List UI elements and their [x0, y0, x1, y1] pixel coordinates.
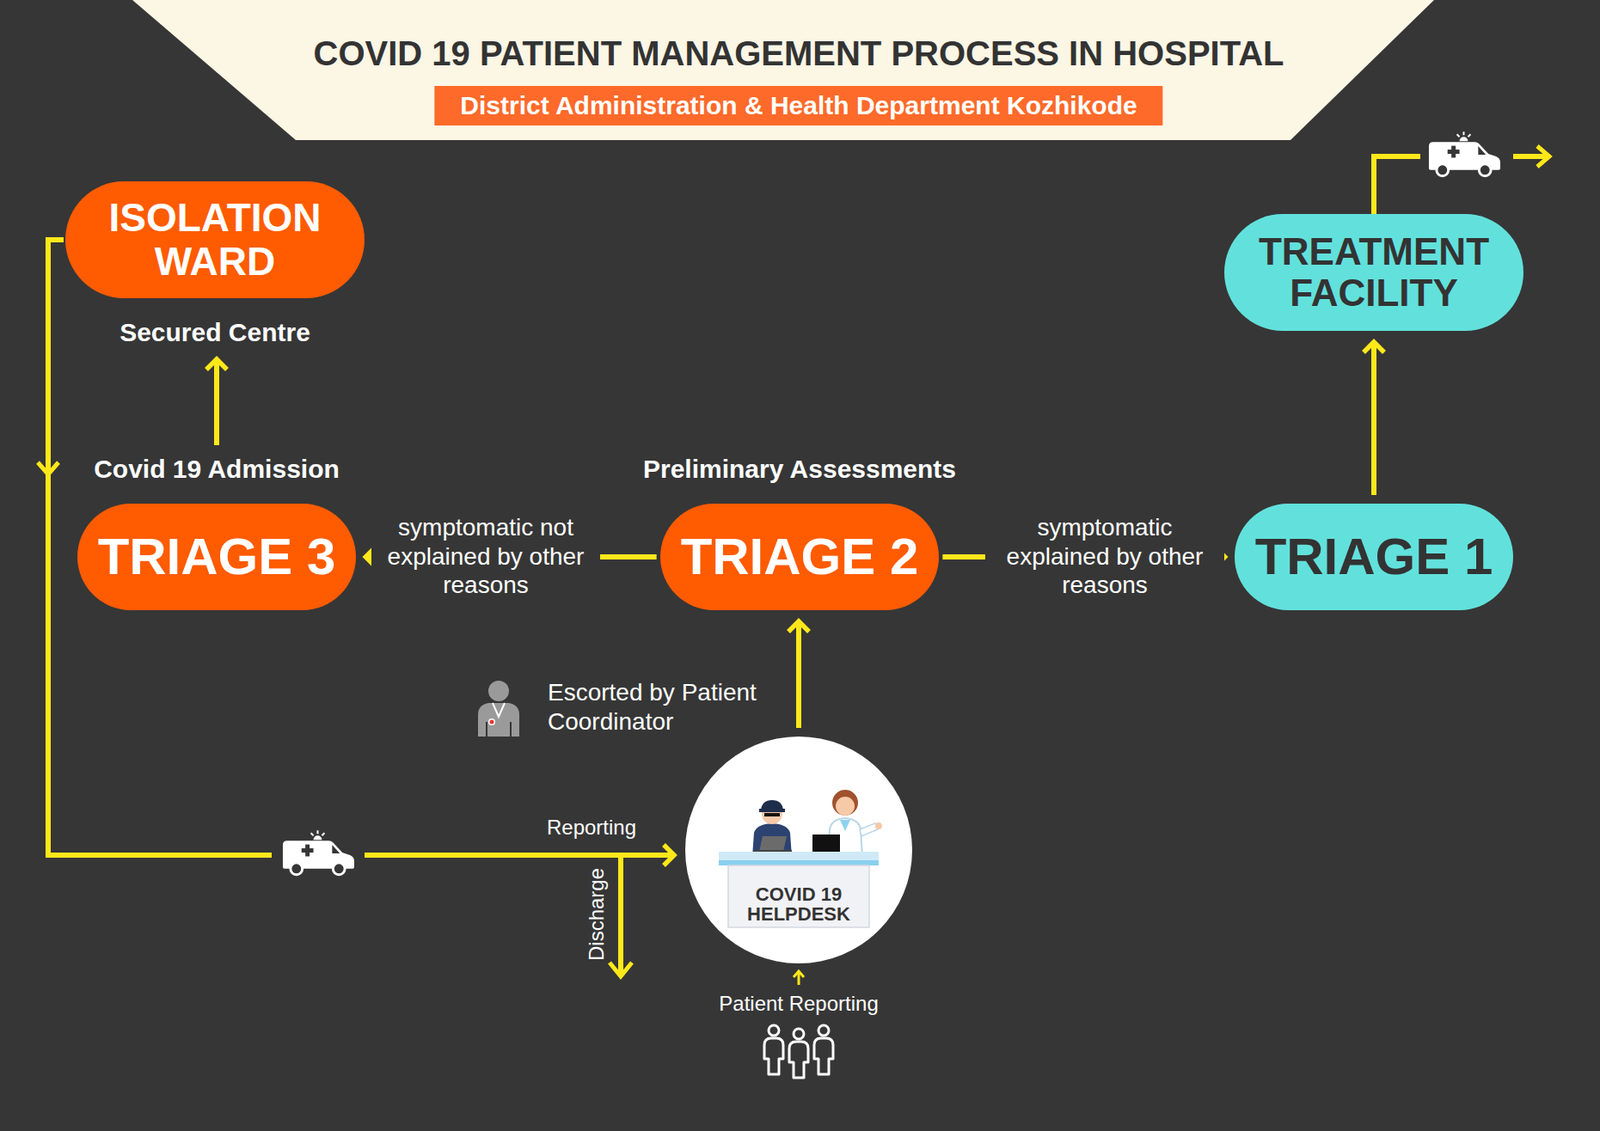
pill-shape: ISOLATION WARD: [65, 181, 365, 299]
discharge-arrowhead: [609, 962, 632, 977]
helpdesk-illustration: [835, 796, 855, 816]
triage-box: Covid 19 AdmissionTRIAGE 3: [77, 453, 357, 611]
people-icon: [789, 1042, 809, 1079]
treatment-facility: TREATMENT FACILITY: [1224, 214, 1524, 332]
coordinator-icon: [478, 680, 520, 737]
transfer-line: [1373, 156, 1421, 215]
node-title: ISOLATION WARD: [85, 196, 344, 283]
triage-box: TRIAGE 1: [1234, 503, 1515, 611]
reporting-arrowhead: [793, 971, 804, 978]
diagram-title: COVID 19 PATIENT MANAGEMENT PROCESS IN H…: [313, 34, 1285, 73]
discharge-line: [618, 855, 624, 975]
transfer-arrow: [1513, 153, 1548, 160]
flow-arrow: [48, 239, 674, 856]
node-heading: Secured Centre: [119, 317, 311, 349]
helpdesk-illustration: [718, 860, 879, 866]
label-holder: District Administration & Health Departm…: [434, 85, 1163, 126]
helpdesk-illustration: [832, 790, 859, 816]
flow-arrow: [1371, 343, 1377, 496]
helpdesk-illustration: [812, 834, 840, 853]
pill-shape: TRIAGE 1: [1234, 503, 1515, 611]
helpdesk-circle: COVID 19 HELPDESK: [685, 736, 913, 964]
helpdesk-illustration: [764, 813, 780, 817]
edge-label-holder: Escorted by Patient Coordinator: [540, 676, 780, 738]
helpdesk-illustration: [859, 823, 878, 837]
helpdesk-illustration: [718, 852, 879, 861]
people-icon: [764, 1038, 784, 1075]
title-holder: COVID 19 PATIENT MANAGEMENT PROCESS IN H…: [313, 34, 1285, 73]
reporting-label: Patient Reporting: [718, 992, 878, 1018]
flow-arrow: [214, 360, 220, 446]
node-heading: Preliminary Assessments: [643, 453, 957, 485]
subtitle-band: District Administration & Health Departm…: [434, 85, 1163, 126]
discharge-label: Discharge: [584, 868, 610, 962]
flow-chevron: [37, 462, 59, 475]
helpdesk-illustration: [759, 836, 787, 853]
helpdesk-illustration: [728, 865, 870, 928]
label-holder: Discharge: [584, 868, 610, 962]
helpdesk-label: COVID 19 HELPDESK: [738, 884, 859, 925]
edge-label: Escorted by Patient Coordinator: [540, 676, 780, 738]
coordinator-icon: [478, 703, 520, 737]
people-icon: [764, 1025, 834, 1079]
node-title: TRIAGE 2: [680, 528, 920, 586]
people-icon: [814, 1038, 834, 1075]
pill-shape: TREATMENT FACILITY: [1224, 214, 1524, 332]
helpdesk-illustration: [839, 820, 851, 832]
edge-label: Reporting: [539, 814, 644, 843]
node-title: TRIAGE 1: [1255, 528, 1494, 586]
people-icon: [793, 1029, 804, 1040]
helpdesk-illustration: [685, 736, 913, 964]
title-banner: [132, 0, 1435, 141]
helpdesk-illustration: [875, 822, 883, 830]
isolation-ward: ISOLATION WARD Secured Centre: [65, 181, 365, 349]
coordinator-icon: [488, 680, 509, 702]
edge-label: symptomatic explained by other reasons: [985, 511, 1225, 602]
coordinator-icon: [492, 703, 505, 718]
coordinator-icon: [490, 720, 495, 725]
pill-shape: TRIAGE 2: [660, 503, 940, 611]
edge-label-holder: Reporting: [539, 814, 644, 843]
label-holder: Patient Reporting: [718, 992, 878, 1018]
node-heading: Covid 19 Admission: [93, 453, 340, 485]
edge-label-holder: symptomatic explained by other reasons: [985, 511, 1225, 602]
ambulance-icon: [1428, 131, 1501, 176]
edge-label-holder: symptomatic not explained by other reaso…: [371, 511, 601, 602]
flow-arrow: [796, 622, 802, 729]
edge-label: symptomatic not explained by other reaso…: [371, 511, 601, 602]
ambulance-icon: [282, 830, 355, 875]
pill-shape: TRIAGE 3: [77, 503, 357, 611]
triage-box: Preliminary AssessmentsTRIAGE 2: [643, 453, 957, 611]
node-title: TRIAGE 3: [98, 528, 337, 586]
people-icon: [768, 1025, 779, 1037]
transfer-arrowhead: [1537, 146, 1550, 167]
coordinator-icon: [488, 718, 496, 726]
node-title: TREATMENT FACILITY: [1244, 231, 1503, 315]
people-icon: [818, 1025, 829, 1037]
helpdesk-illustration: [759, 809, 785, 813]
